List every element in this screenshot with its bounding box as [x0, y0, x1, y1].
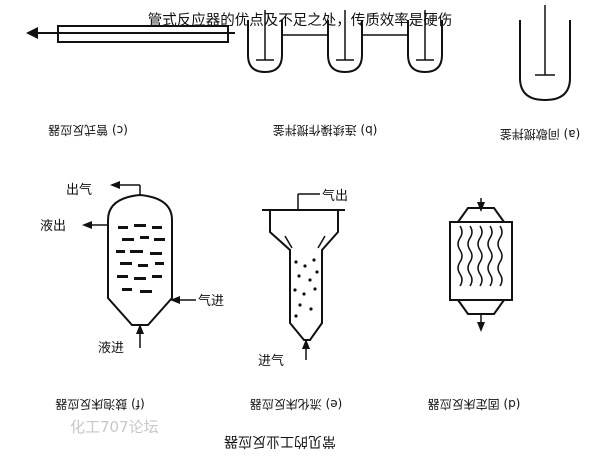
- fixed-bed-reactor: [449, 198, 513, 332]
- label-liquid-out: 液出: [40, 219, 66, 234]
- arrow-left-icon: [170, 296, 180, 304]
- watermark: 化工707论坛: [70, 418, 159, 436]
- arrow-left-icon: [82, 221, 92, 229]
- label-gas-out-left: 出气: [66, 182, 92, 198]
- fluidized-bed-reactor: [262, 193, 345, 360]
- caption-fluidized: (e) 流化床反应器: [250, 397, 343, 412]
- caption-batch: (a) 间歇搅拌釜: [500, 127, 581, 142]
- batch-tank: [519, 5, 571, 102]
- bubble-dashes: [116, 224, 165, 293]
- caption-bubble: (f) 鼓泡床反应器: [55, 397, 144, 412]
- arrow-down-icon: [477, 322, 485, 332]
- caption-tubular: (c) 管式反应器: [48, 123, 128, 138]
- footer-title: 常见的工业反应器: [224, 433, 336, 450]
- cstr-series: [247, 10, 443, 74]
- page-title: 管式反应器的优点及不足之处，传质效率是硬伤: [148, 11, 453, 29]
- catalyst-tubes: [457, 225, 503, 287]
- caption-cstr-series: (b) 连续操作搅拌釜: [273, 123, 378, 138]
- arrow-up-icon: [136, 324, 144, 334]
- label-gas-in-mid: 进气: [258, 353, 284, 369]
- label-gas-out-mid: 气出: [322, 188, 348, 204]
- caption-fixed: (d) 固定床反应器: [428, 397, 521, 412]
- label-gas-in-left: 气进: [198, 293, 224, 309]
- particles: [293, 258, 319, 318]
- arrow-up-icon: [302, 339, 310, 349]
- arrow-left-icon: [110, 181, 120, 189]
- label-liquid-in: 液进: [98, 341, 124, 356]
- bubble-column-reactor: [82, 181, 196, 348]
- arrow-left-icon: [26, 27, 38, 39]
- tubular-reactor: [26, 25, 235, 43]
